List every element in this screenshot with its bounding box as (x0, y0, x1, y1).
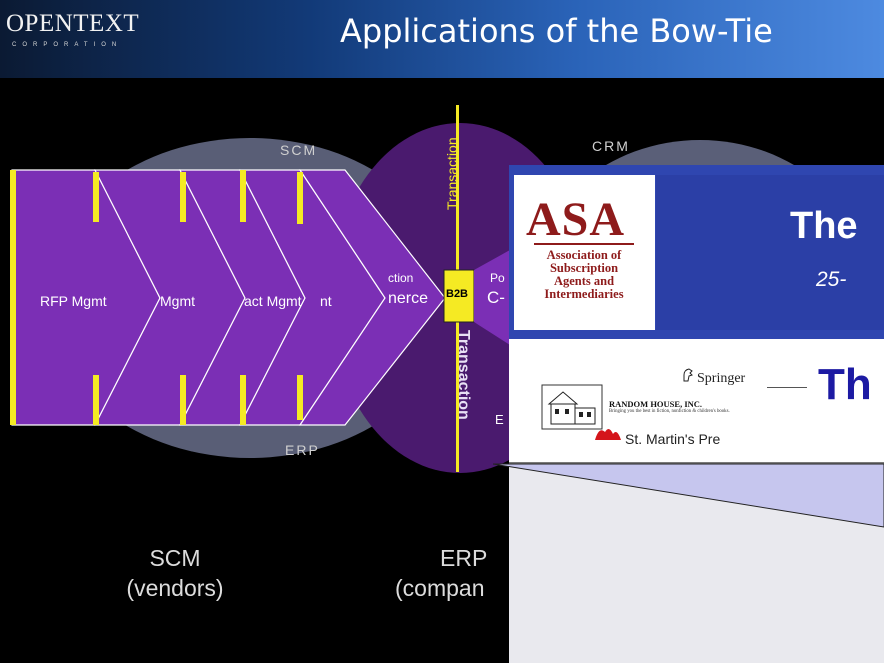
slide-header-band (0, 0, 884, 78)
slide-title: Applications of the Bow-Tie (340, 12, 773, 50)
right-fragment-bottom: C- (487, 288, 505, 307)
center-fragment-bottom: nerce (388, 290, 429, 307)
overlay-triangle-shape (493, 463, 884, 528)
asa-name-line: Subscription (549, 261, 619, 275)
asa-logo-letters: ASA (526, 193, 626, 246)
springer-underline (767, 387, 807, 388)
center-fragment-top: ction (388, 271, 414, 285)
publisher-title-fragment: Th (818, 360, 872, 409)
right-fragment-top: Po (490, 271, 505, 285)
transaction-line-bottom (456, 322, 459, 472)
arrow-chevron-right (474, 250, 510, 345)
transaction-label-bottom: Transaction (455, 330, 472, 420)
asa-organization-name: Association of Subscription Agents and I… (520, 249, 648, 301)
transaction-label-top: Transaction (444, 137, 460, 210)
springer-name: Springer (697, 371, 746, 386)
asa-name-line: Intermediaries (544, 287, 624, 301)
b2b-hub-box (443, 269, 475, 323)
b2b-hub-label: B2B (446, 288, 469, 300)
asa-name-line: Association of (546, 248, 622, 262)
asa-logo-box (514, 175, 655, 330)
diagram-small-fragment: E (495, 412, 504, 427)
scm-caption-line1: SCM (149, 545, 201, 571)
springer-horse-icon (683, 368, 693, 382)
yellow-ticks (10, 170, 303, 425)
asa-title-band (656, 175, 884, 330)
erp-bottom-label: ERP (285, 442, 320, 458)
asa-name-line: Agents and (553, 274, 615, 288)
scm-caption-line2: (vendors) (126, 575, 224, 601)
crm-top-label: CRM (592, 138, 630, 154)
arrow-label: RFP Mgmt (40, 293, 107, 309)
erp-caption-line2: (compan (395, 575, 485, 601)
arrow-label: nt (320, 293, 332, 309)
asa-title-fragment: The (790, 205, 858, 247)
arrow-label: act Mgmt (244, 293, 302, 309)
opentext-logo: OPENTEXT (6, 10, 140, 37)
publisher-strip-divider (509, 462, 884, 464)
st-martins-flame-icon (595, 428, 621, 440)
arrow-label: Mgmt (160, 293, 195, 309)
random-house-tagline: Bringing you the best in fiction, nonfic… (609, 409, 730, 414)
random-house-name: RANDOM HOUSE, INC. (609, 399, 703, 409)
asa-date-fragment: 25- (816, 268, 847, 291)
transaction-line-top (456, 105, 459, 270)
opentext-logo-subtext: CORPORATION (12, 42, 123, 48)
erp-caption: ERP (compan (395, 543, 487, 603)
random-house-building-icon (541, 384, 603, 430)
scm-caption: SCM (vendors) (110, 543, 240, 603)
erp-caption-line1: ERP (440, 545, 488, 571)
asa-logo-divider (534, 243, 634, 245)
st-martins-name: St. Martin's Pre (625, 431, 721, 447)
scm-top-label: SCM (280, 142, 318, 158)
arrow-chevron (298, 169, 446, 426)
